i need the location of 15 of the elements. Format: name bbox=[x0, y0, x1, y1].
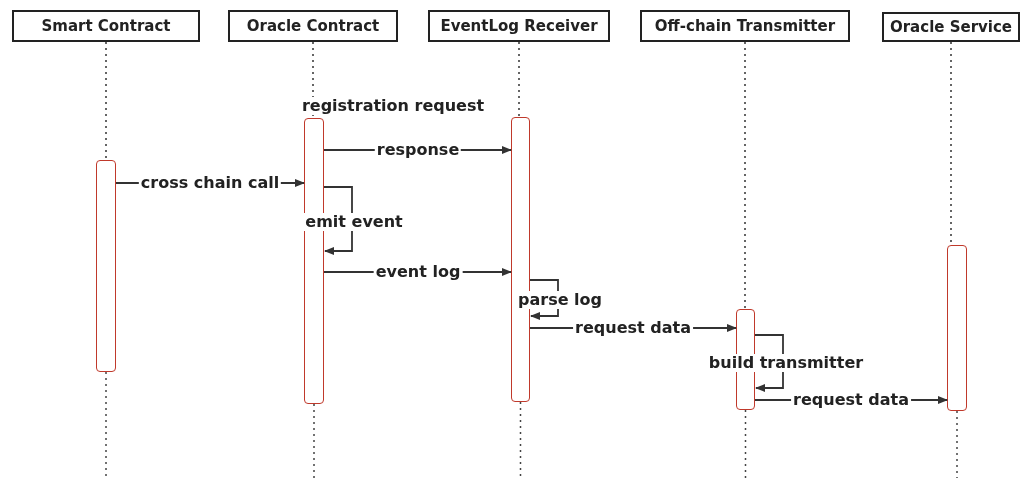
message-label: emit event bbox=[303, 213, 405, 231]
lifeline bbox=[744, 41, 746, 310]
activation-bar bbox=[947, 245, 967, 411]
message-label: request data bbox=[791, 391, 911, 409]
lifeline bbox=[105, 41, 107, 161]
message-label: request data bbox=[573, 319, 693, 337]
lifeline-header: EventLog Receiver bbox=[428, 10, 610, 42]
message-label: event log bbox=[373, 263, 463, 281]
lifeline-header: Oracle Contract bbox=[228, 10, 398, 42]
message-label: parse log bbox=[516, 291, 604, 309]
lifeline-header: Smart Contract bbox=[12, 10, 200, 42]
lifeline bbox=[518, 41, 520, 118]
lifeline-header: Oracle Service bbox=[882, 12, 1020, 42]
activation-bar bbox=[96, 160, 116, 372]
lifeline-header: Off-chain Transmitter bbox=[640, 10, 850, 42]
